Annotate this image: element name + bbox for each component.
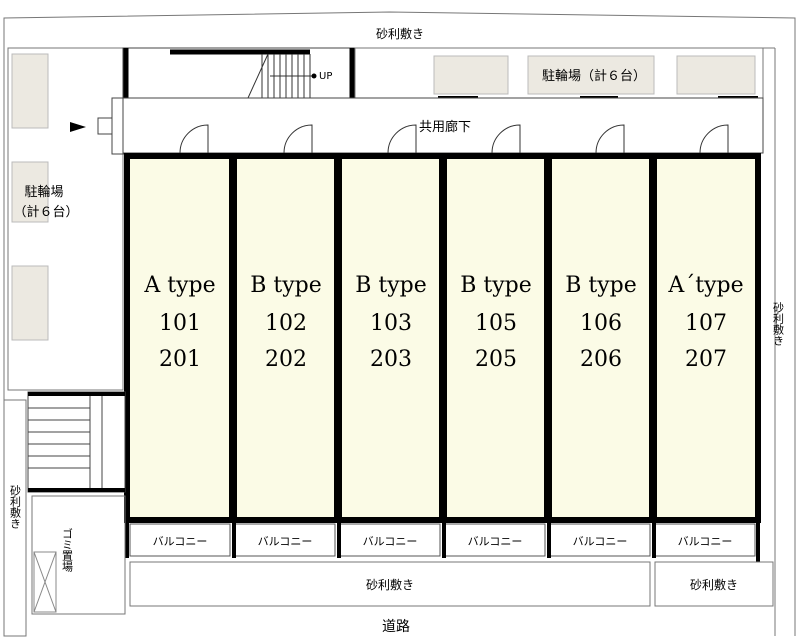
bike-slot — [676, 55, 756, 95]
room-number: 203 — [370, 347, 412, 372]
garbage-area — [31, 495, 126, 615]
bike-parking-top-label: 駐輪場（計６台） — [542, 68, 646, 84]
gravel-top-label: 砂利敷き — [376, 26, 424, 41]
unit-106 — [546, 153, 655, 523]
bike-slot — [11, 53, 49, 129]
balcony-label: バルコニー — [468, 535, 523, 548]
unit-103 — [336, 153, 445, 523]
bike-slot — [527, 55, 655, 95]
gravel-bottom-main — [129, 561, 651, 607]
lower-stair-treads — [28, 392, 103, 492]
unit-type: B type — [565, 273, 637, 298]
room-number: 106 — [580, 311, 622, 336]
balcony-label: バルコニー — [363, 535, 418, 548]
bike-slot — [11, 161, 49, 223]
room-number: 101 — [159, 311, 201, 336]
lower-stair-area — [27, 391, 126, 493]
bike-parking-left-line1: 駐輪場 — [24, 184, 63, 200]
stairs-up-label: UP — [319, 71, 332, 82]
room-number: 207 — [685, 347, 727, 372]
room-number: 105 — [475, 311, 517, 336]
unit-type: B type — [355, 273, 427, 298]
room-number: 107 — [685, 311, 727, 336]
balcony — [234, 523, 336, 557]
corridor-label: 共用廊下 — [419, 119, 471, 135]
balcony — [129, 523, 231, 557]
unit-labels: A type 101 201 B type 102 202 B type 103… — [143, 273, 743, 372]
balcony — [654, 523, 756, 557]
room-number: 202 — [265, 347, 307, 372]
units-group — [124, 153, 761, 523]
balcony — [339, 523, 441, 557]
balcony-label: バルコニー — [153, 535, 208, 548]
unit-type: B type — [460, 273, 532, 298]
balcony-label: バルコニー — [678, 535, 733, 548]
garbage-box-cross — [33, 551, 57, 613]
unit-102 — [231, 153, 340, 523]
balcony-label: バルコニー — [258, 535, 313, 548]
unit-type: A´type — [667, 273, 743, 298]
room-number: 206 — [580, 347, 622, 372]
unit-101 — [124, 153, 235, 523]
unit-type: A type — [143, 273, 215, 298]
unit-105 — [441, 153, 550, 523]
unit-type: B type — [250, 273, 322, 298]
room-number: 103 — [370, 311, 412, 336]
road-label: 道路 — [382, 619, 410, 635]
left-parking-area — [7, 47, 124, 391]
common-corridor — [122, 97, 764, 154]
garbage-label: ゴミ置場 — [61, 527, 74, 573]
gravel-left-label: 砂利敷き — [9, 485, 22, 529]
bike-slot — [11, 265, 49, 341]
room-number: 205 — [475, 347, 517, 372]
gravel-bottom-main-label: 砂利敷き — [366, 577, 414, 592]
balcony-labels: バルコニー バルコニー バルコニー バルコニー バルコニー バルコニー — [153, 535, 733, 548]
balcony-label: バルコニー — [573, 535, 628, 548]
bike-slot — [433, 55, 509, 95]
gravel-right-label: 砂利敷き — [772, 302, 785, 346]
bike-parking-left-line2: （計６台） — [13, 204, 78, 220]
door-swings — [179, 124, 729, 154]
gravel-bottom-right — [654, 561, 774, 607]
balcony-dividers — [125, 520, 760, 562]
entry-arrow-icon — [70, 122, 86, 132]
room-number: 201 — [159, 347, 201, 372]
garbage-box — [33, 551, 57, 613]
room-number: 102 — [265, 311, 307, 336]
site-boundary — [3, 11, 796, 636]
unit-107 — [651, 153, 761, 523]
stair-up-dot — [311, 73, 317, 79]
gravel-bottom-right-label: 砂利敷き — [690, 577, 738, 592]
entrance-post — [97, 117, 113, 135]
gravel-left-strip — [3, 399, 27, 637]
